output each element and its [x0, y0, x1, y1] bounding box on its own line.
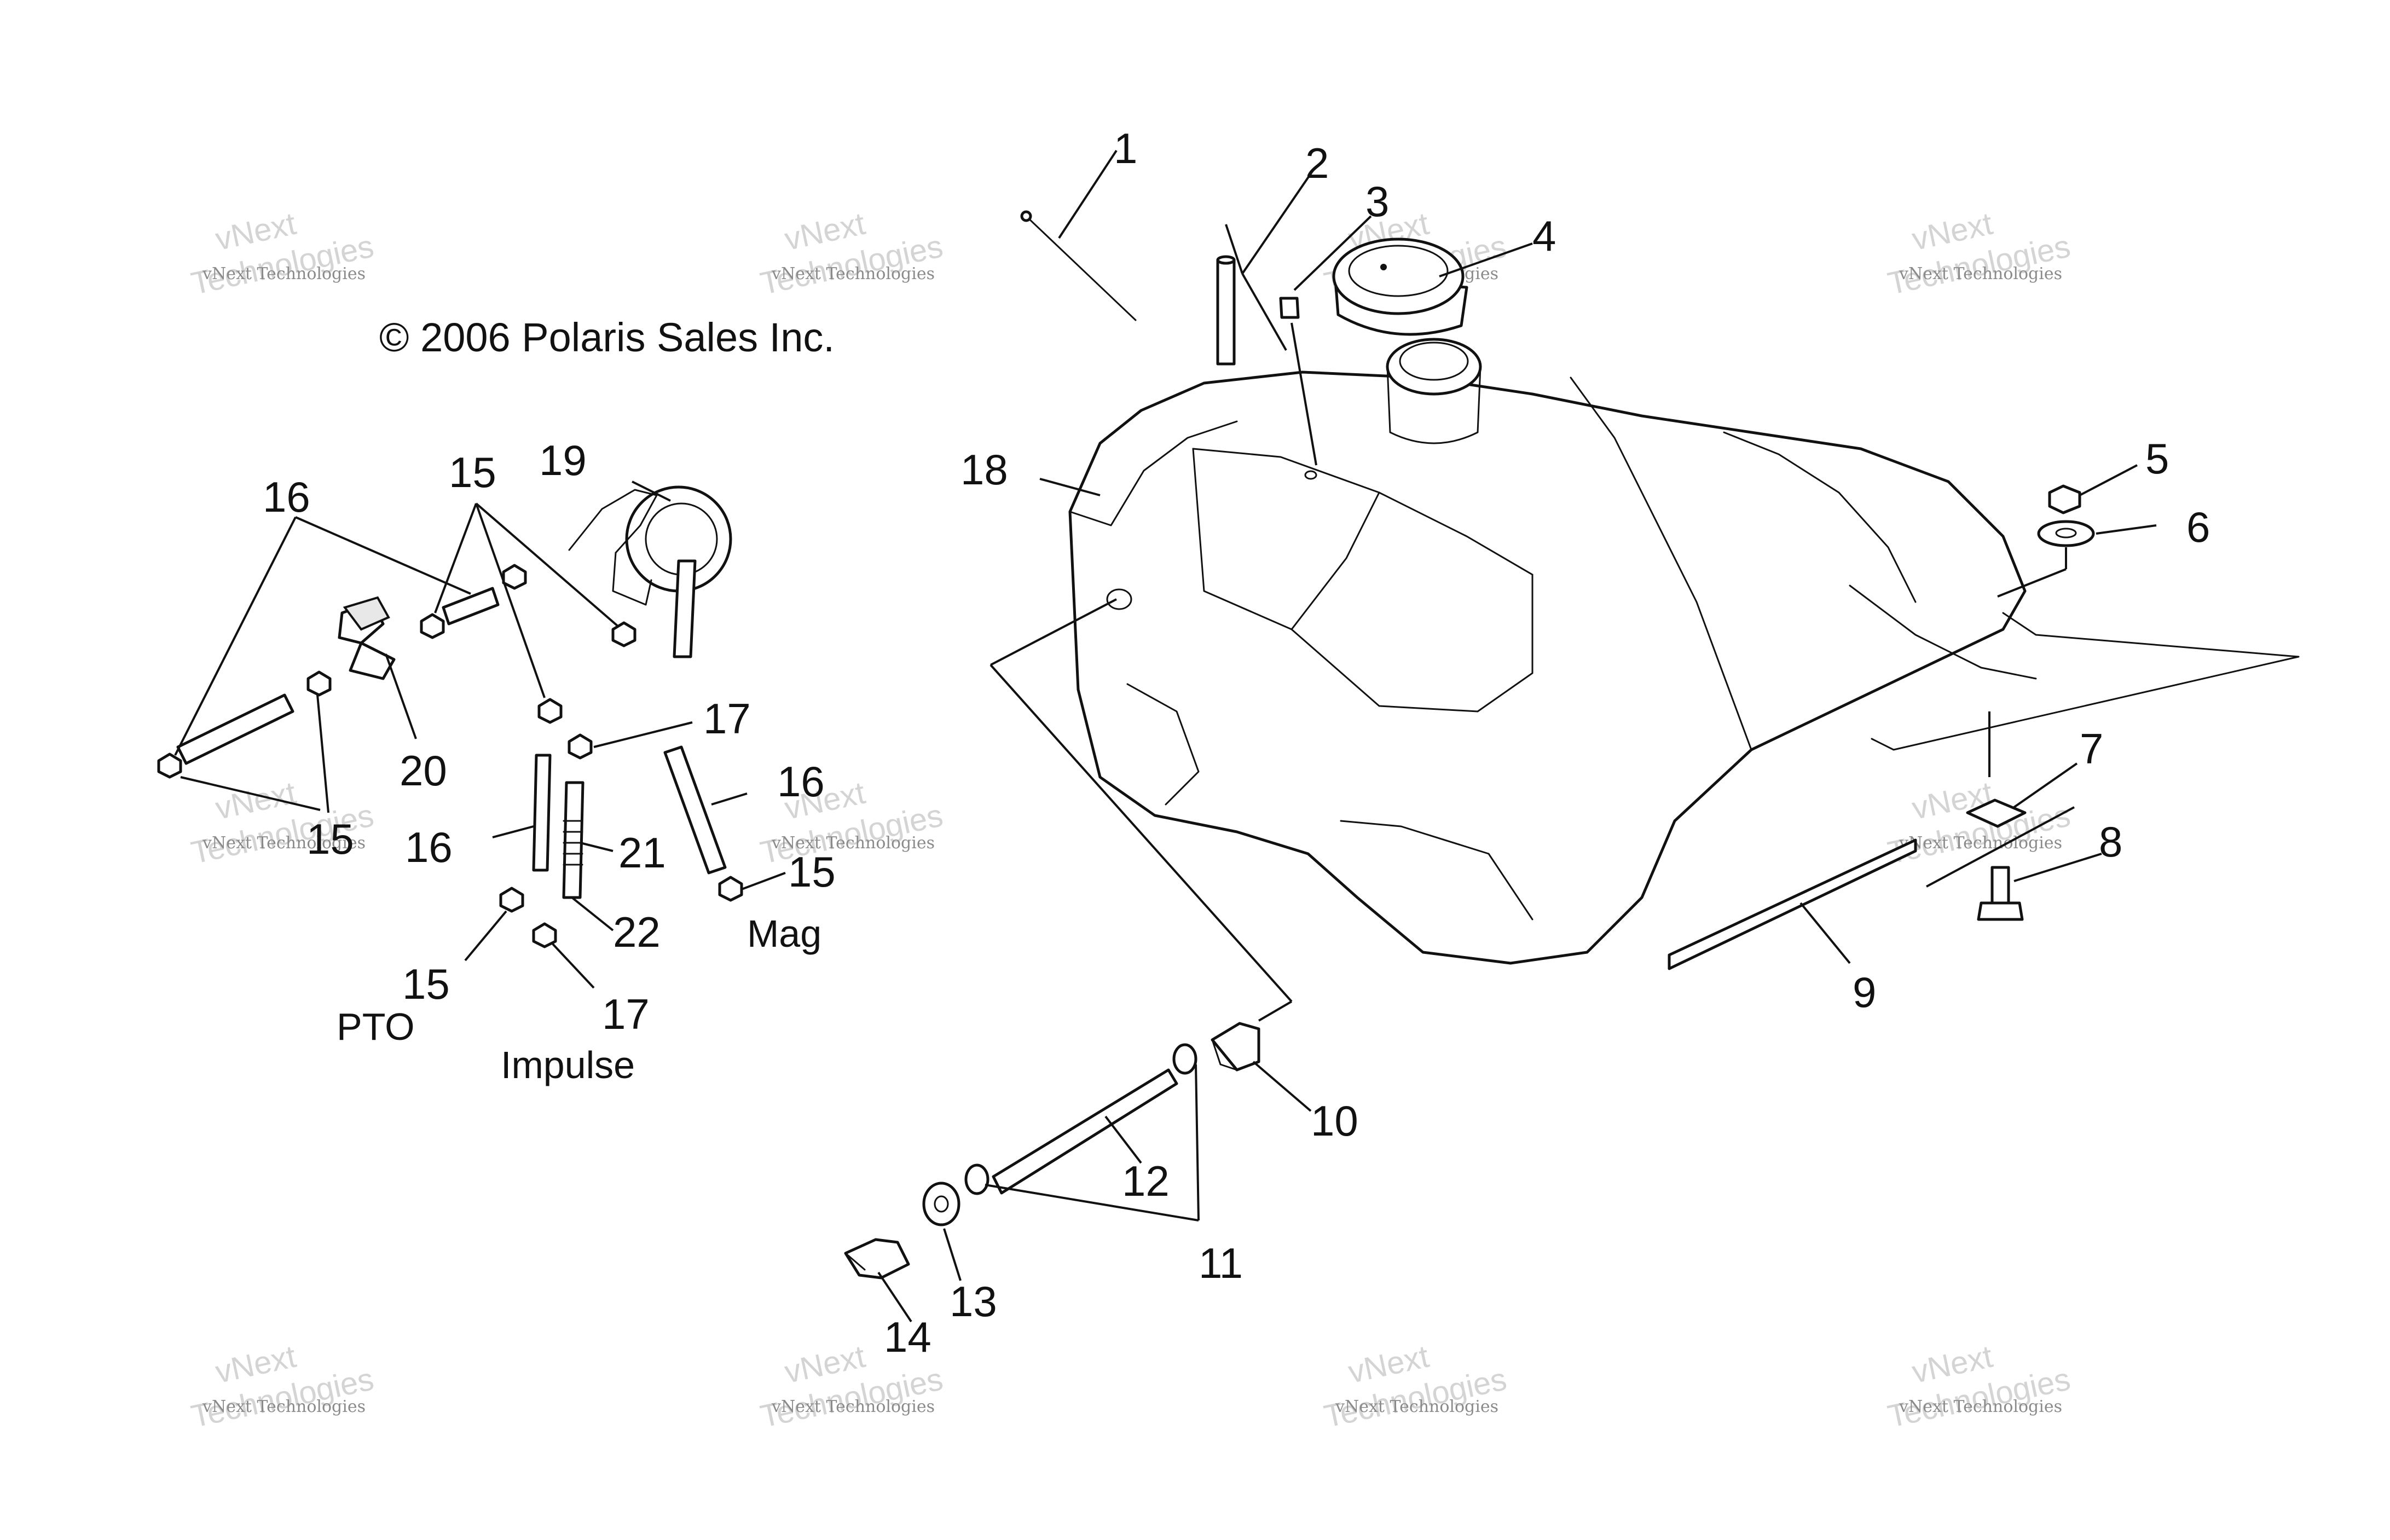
callout-3: 3 — [1365, 177, 1389, 225]
hose — [176, 693, 294, 765]
callout-14: 14 — [884, 1313, 931, 1361]
leader-lines — [174, 149, 2157, 1323]
callout-22: 22 — [613, 908, 661, 956]
callout-17-top: 17 — [703, 694, 751, 743]
callout-15-mag: 15 — [788, 848, 836, 896]
svg-text:vNext Technologies: vNext Technologies — [202, 833, 366, 853]
clamp — [532, 922, 557, 948]
vent-hose — [1216, 255, 1236, 366]
tie-strap — [1020, 210, 1137, 321]
hose — [663, 745, 727, 875]
watermark: Technologies vNext vNext Technologies — [757, 206, 946, 302]
pump-tube — [673, 559, 697, 658]
callout-15-left: 15 — [306, 815, 354, 863]
fuel-cap — [1332, 238, 1468, 336]
clamp — [502, 564, 527, 590]
hose — [442, 587, 500, 626]
hose-ribbed — [562, 781, 585, 899]
watermark: Technologies vNext vNext Technologies — [1885, 1339, 2074, 1434]
callout-numbers: 1 2 3 4 5 6 7 8 9 10 11 12 13 14 15 15 1… — [263, 124, 2210, 1361]
callout-2: 2 — [1305, 139, 1329, 187]
svg-text:vNext Technologies: vNext Technologies — [771, 1397, 935, 1416]
watermark: Technologies vNext vNext Technologies — [1885, 206, 2074, 302]
callout-16-left: 16 — [405, 823, 453, 871]
callout-15-top: 15 — [449, 448, 496, 496]
svg-text:vNext Technologies: vNext Technologies — [771, 264, 935, 283]
fuel-tank — [1068, 338, 2300, 965]
caption-mag: Mag — [747, 912, 821, 955]
clamp — [499, 887, 524, 913]
callout-16-right: 16 — [777, 757, 825, 806]
callout-12: 12 — [1122, 1157, 1170, 1205]
svg-text:vNext Technologies: vNext Technologies — [1899, 264, 2062, 283]
grommet — [922, 1182, 960, 1226]
clamp — [420, 613, 445, 639]
callout-18: 18 — [960, 445, 1008, 494]
hose-clamp — [964, 1163, 989, 1195]
fuel-fitting — [1211, 1022, 1260, 1072]
check-valve — [1279, 297, 1300, 319]
copyright-notice: © 2006 Polaris Sales Inc. — [379, 315, 835, 360]
callout-20: 20 — [400, 746, 447, 795]
callout-16-top: 16 — [263, 473, 310, 521]
bolt — [1977, 866, 2024, 921]
washer — [2037, 520, 2095, 547]
mount-plate — [1966, 798, 2027, 828]
watermark: Technologies vNext vNext Technologies — [188, 1339, 377, 1434]
rubber-strip — [1668, 838, 1917, 970]
fuel-pump — [568, 485, 732, 606]
watermark: Technologies vNext vNext Technologies — [188, 206, 377, 302]
clamp — [157, 752, 182, 779]
watermark: Technologies vNext vNext Technologies — [1321, 1339, 1510, 1434]
callout-7: 7 — [2080, 725, 2103, 773]
hose-clamp — [1172, 1043, 1197, 1075]
callout-6: 6 — [2186, 503, 2210, 551]
callout-21: 21 — [618, 829, 666, 877]
nut — [2048, 484, 2081, 514]
callout-10: 10 — [1311, 1097, 1358, 1145]
svg-text:vNext Technologies: vNext Technologies — [202, 1397, 366, 1416]
fuel-valve — [338, 596, 396, 680]
svg-text:vNext Technologies: vNext Technologies — [1899, 833, 2062, 853]
caption-pto: PTO — [337, 1005, 415, 1048]
callout-19: 19 — [539, 436, 587, 484]
fuel-filter — [844, 1238, 910, 1280]
svg-text:vNext Technologies: vNext Technologies — [202, 264, 366, 283]
callout-4: 4 — [1532, 212, 1556, 260]
clamp — [537, 698, 563, 724]
callout-8: 8 — [2099, 818, 2122, 866]
cap-dot — [1380, 264, 1387, 270]
svg-text:vNext Technologies: vNext Technologies — [1899, 1397, 2062, 1416]
callout-13: 13 — [950, 1277, 997, 1325]
svg-text:vNext Technologies: vNext Technologies — [771, 833, 935, 853]
callout-9: 9 — [1853, 968, 1876, 1016]
clamp — [568, 733, 593, 760]
callout-5: 5 — [2145, 435, 2169, 483]
clamp — [611, 621, 636, 647]
caption-impulse: Impulse — [501, 1044, 635, 1086]
svg-text:vNext Technologies: vNext Technologies — [1335, 1397, 1498, 1416]
callout-17-bottom: 17 — [602, 990, 650, 1038]
callout-1: 1 — [1114, 124, 1137, 172]
hose — [532, 754, 552, 872]
clamp — [306, 670, 332, 697]
clamp — [718, 876, 743, 902]
callout-15-pto: 15 — [402, 960, 450, 1008]
callout-11: 11 — [1199, 1239, 1243, 1287]
